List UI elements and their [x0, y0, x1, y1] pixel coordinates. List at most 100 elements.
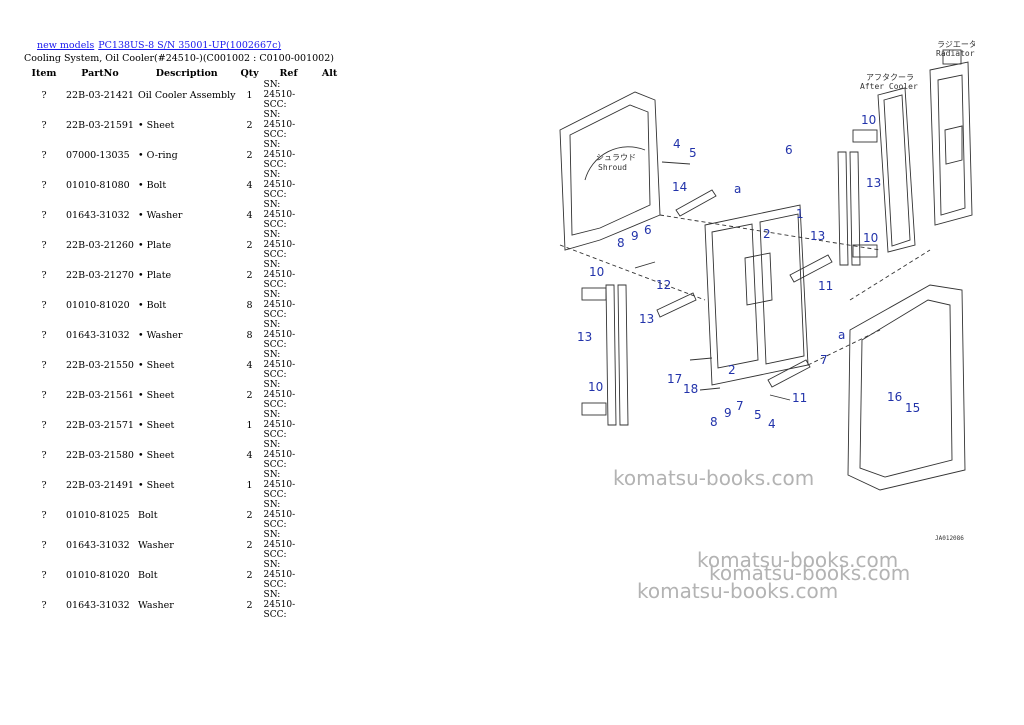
description-cell: • Washer — [137, 329, 183, 341]
partno-cell: 22B-03-21571 — [66, 419, 134, 431]
callout-10a: 10 — [589, 265, 604, 279]
item-cell: ? — [41, 119, 47, 131]
partno-cell: 22B-03-21550 — [66, 359, 134, 371]
description-cell: Bolt — [137, 569, 158, 581]
partno-cell: 07000-13035 — [66, 149, 130, 161]
callout-16: 16 — [887, 390, 902, 404]
callout-5a: 5 — [689, 146, 697, 160]
callout-a2: a — [838, 328, 845, 342]
callout-8b: 8 — [710, 415, 718, 429]
breadcrumb-link-machine[interactable]: PC138US-8 S/N 35001-UP(1002667c) — [98, 40, 282, 51]
alt-cell — [316, 410, 344, 440]
breadcrumb-link-models[interactable]: new models — [37, 40, 95, 51]
partno-cell: 01643-31032 — [66, 209, 130, 221]
alt-cell — [316, 440, 344, 470]
table-row: ? 01643-31032 • Washer 8 SN: 24510-SCC: — [24, 320, 344, 350]
item-cell: ? — [41, 449, 47, 461]
alt-cell — [316, 170, 344, 200]
partno-cell: 01643-31032 — [66, 599, 130, 611]
ref-cell: SN: 24510-SCC: — [263, 530, 296, 560]
callout-13a: 13 — [577, 330, 592, 344]
item-cell: ? — [41, 419, 47, 431]
qty-cell: 4 — [246, 209, 253, 221]
qty-cell: 2 — [246, 569, 253, 581]
alt-cell — [316, 320, 344, 350]
callout-9a: 9 — [631, 229, 639, 243]
description-cell: • Sheet — [137, 419, 175, 431]
qty-cell: 1 — [246, 479, 253, 491]
qty-cell: 2 — [246, 599, 253, 611]
ref-cell: SN: 24510-SCC: — [263, 560, 296, 590]
qty-cell: 4 — [246, 359, 253, 371]
alt-cell — [316, 140, 344, 170]
callout-13b: 13 — [639, 312, 654, 326]
callout-2a: 2 — [763, 227, 771, 241]
description-cell: Oil Cooler Assembly — [137, 89, 236, 101]
header-ref: Ref — [279, 67, 298, 79]
qty-cell: 8 — [246, 329, 253, 341]
partno-cell: 22B-03-21260 — [66, 239, 134, 251]
partno-cell: 01010-81020 — [66, 299, 130, 311]
alt-cell — [316, 200, 344, 230]
watermark-3: komatsu-books.com — [709, 561, 911, 585]
ref-cell: SN: 24510-SCC: — [263, 170, 296, 200]
alt-cell — [316, 110, 344, 140]
label-aftercooler-jp: アフタクーラ — [866, 73, 914, 82]
item-cell: ? — [41, 599, 47, 611]
alt-cell — [316, 470, 344, 500]
partno-cell: 01643-31032 — [66, 539, 130, 551]
alt-cell — [316, 290, 344, 320]
ref-cell: SN: 24510-SCC: — [263, 320, 296, 350]
partno-cell: 01643-31032 — [66, 329, 130, 341]
item-cell: ? — [41, 329, 47, 341]
partno-cell: 01010-81080 — [66, 179, 130, 191]
callout-4b: 4 — [768, 417, 776, 431]
ref-cell: SN: 24510-SCC: — [263, 440, 296, 470]
callout-15: 15 — [905, 401, 920, 415]
alt-cell — [316, 380, 344, 410]
callout-11b: 11 — [792, 391, 807, 405]
header-description: Description — [155, 67, 218, 79]
alt-cell — [316, 530, 344, 560]
ref-cell: SN: 24510-SCC: — [263, 140, 296, 170]
qty-cell: 1 — [246, 419, 253, 431]
callout-9b: 9 — [724, 406, 732, 420]
alt-cell — [316, 590, 344, 620]
callout-17: 17 — [667, 372, 682, 386]
partno-cell: 22B-03-21561 — [66, 389, 134, 401]
description-cell: • Bolt — [137, 179, 167, 191]
ref-cell: SN: 24510-SCC: — [263, 350, 296, 380]
description-cell: • Bolt — [137, 299, 167, 311]
description-cell: • O-ring — [137, 149, 178, 161]
watermark-2: komatsu-books.com — [697, 548, 899, 572]
qty-cell: 2 — [246, 539, 253, 551]
callout-11a: 11 — [818, 279, 833, 293]
ref-cell: SN: 24510-SCC: — [263, 500, 296, 530]
label-shroud: Shroud — [598, 163, 627, 172]
parts-table: Item PartNo Description Qty Ref Alt ?22B… — [24, 66, 344, 621]
alt-cell — [316, 560, 344, 590]
alt-cell — [316, 350, 344, 380]
qty-cell: 2 — [246, 119, 253, 131]
qty-cell: 2 — [246, 239, 253, 251]
alt-cell — [316, 80, 344, 110]
ref-cell: SN: 24510-SCC: — [263, 470, 296, 500]
qty-cell: 2 — [246, 269, 253, 281]
label-radiator: Radiator — [936, 49, 975, 58]
qty-cell: 2 — [246, 149, 253, 161]
header-alt: Alt — [321, 67, 338, 79]
alt-cell — [316, 500, 344, 530]
